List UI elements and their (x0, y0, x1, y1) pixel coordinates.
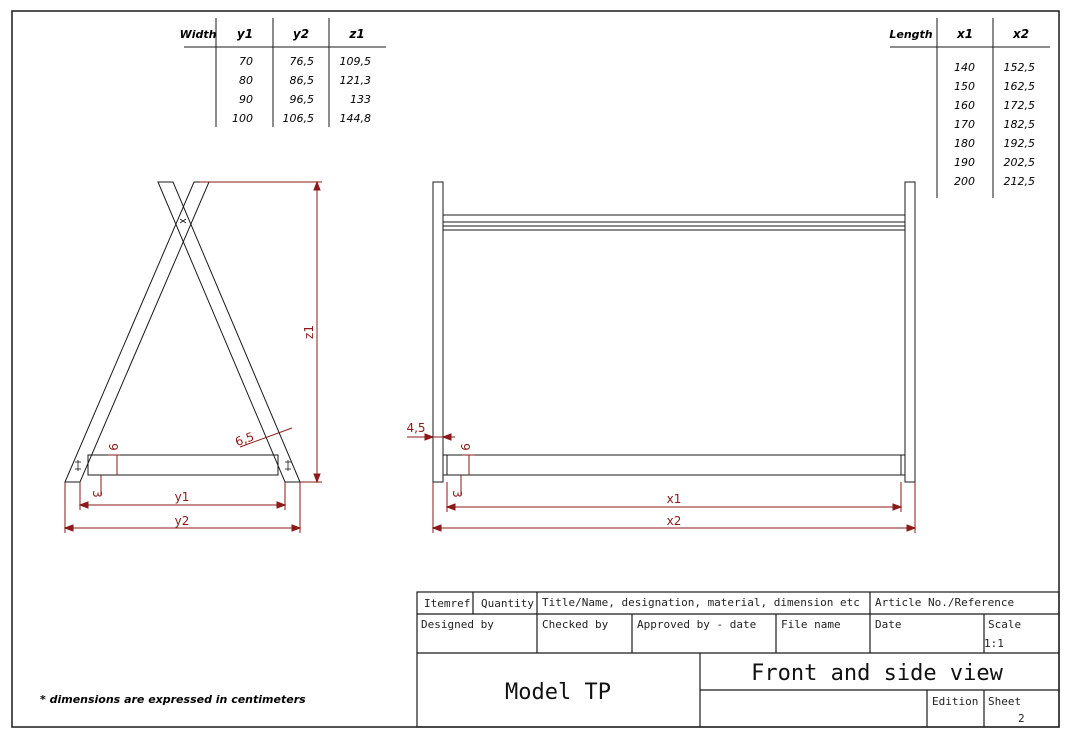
article-label: Article No./Reference (875, 596, 1014, 609)
x1-cell: 162,5 (1004, 80, 1036, 93)
x1-label: x1 (667, 492, 682, 506)
right-leg (157, 181, 301, 483)
z1-header: z1 (348, 27, 364, 41)
side-d3-label: 3 (450, 490, 464, 498)
x1-cell: 172,5 (1004, 99, 1036, 112)
sheet-border (11, 10, 1060, 728)
d9-label: 9 (106, 443, 120, 451)
scale-value: 1:1 (984, 637, 1004, 650)
model-name: Model TP (505, 680, 611, 705)
length-cell: 140 (954, 61, 975, 74)
view-title: Front and side view (751, 661, 1003, 686)
x1-cell: 182,5 (1004, 118, 1036, 131)
side-view (432, 181, 916, 483)
y2-header: y2 (293, 27, 309, 41)
designed-by-label: Designed by (421, 618, 494, 631)
z1-cell: 144,8 (340, 112, 372, 125)
base-rail (87, 454, 279, 476)
side-d9-label: 9 (458, 443, 472, 451)
title-name-label: Title/Name, designation, material, dimen… (542, 596, 860, 609)
date-label: Date (875, 618, 902, 631)
y1-cell: 106,5 (283, 112, 315, 125)
width-header: Width (180, 28, 217, 41)
side-dimensions (407, 433, 917, 533)
sheet-label: Sheet (988, 695, 1021, 708)
length-cell: 150 (954, 80, 975, 93)
y1-cell: 96,5 (290, 93, 315, 106)
sheet-value: 2 (1018, 712, 1025, 725)
left-leg (64, 181, 210, 483)
front-view (64, 181, 301, 483)
x1-cell: 202,5 (1004, 156, 1036, 169)
y1-label: y1 (175, 490, 190, 504)
x1-cell: 152,5 (1004, 61, 1036, 74)
y1-cell: 76,5 (290, 55, 315, 68)
x1-cell: 192,5 (1004, 137, 1036, 150)
ridge-bar (442, 214, 906, 223)
length-cell: 160 (954, 99, 975, 112)
edition-label: Edition (932, 695, 978, 708)
y1-header: y1 (237, 27, 253, 41)
length-cell: 180 (954, 137, 975, 150)
y2-label: y2 (175, 514, 190, 528)
right-post (904, 181, 916, 483)
width-cell: 80 (239, 74, 253, 87)
length-table: Length x1 x2 140 152,5 150 162,5 160 172… (889, 18, 1050, 198)
width-cell: 90 (239, 93, 253, 106)
length-cell: 190 (954, 156, 975, 169)
width-cell: 70 (239, 55, 253, 68)
file-name-label: File name (781, 618, 841, 631)
z1-cell: 121,3 (340, 74, 372, 87)
bottom-rail (442, 454, 906, 476)
d45-label: 4,5 (406, 421, 425, 435)
width-cell: 100 (232, 112, 253, 125)
quantity-label: Quantity (481, 597, 534, 610)
screw-marks (75, 218, 291, 471)
length-cell: 170 (954, 118, 975, 131)
y1-cell: 86,5 (290, 74, 315, 87)
z1-cell: 133 (350, 93, 371, 106)
itemref-label: Itemref (424, 597, 470, 610)
x1-header: x1 (956, 27, 973, 41)
d3-label: 3 (90, 490, 104, 498)
length-header: Length (889, 28, 932, 41)
x2-label: x2 (667, 514, 682, 528)
x1-cell: 212,5 (1004, 175, 1036, 188)
z1-label: z1 (302, 325, 316, 339)
left-post (432, 181, 444, 483)
approved-by-label: Approved by - date (637, 618, 756, 631)
units-note: * dimensions are expressed in centimeter… (40, 693, 306, 706)
width-table: Width y1 y2 z1 70 76,5 109,5 80 86,5 121… (180, 18, 386, 127)
title-block (416, 591, 1060, 728)
d65-label: 6,5 (233, 429, 256, 449)
checked-by-label: Checked by (542, 618, 609, 631)
front-dimensions (63, 180, 322, 533)
x2-header: x2 (1012, 27, 1029, 41)
scale-label: Scale (988, 618, 1021, 631)
length-cell: 200 (954, 175, 975, 188)
z1-cell: 109,5 (340, 55, 372, 68)
